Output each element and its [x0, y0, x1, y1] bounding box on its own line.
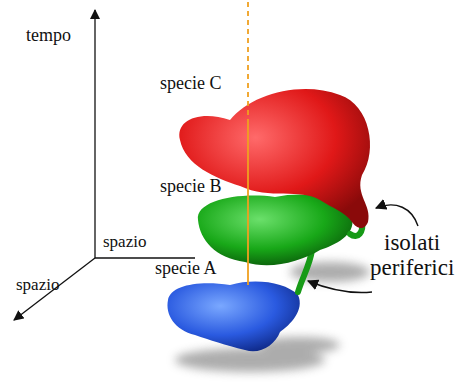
- red-population: [179, 89, 370, 236]
- axis-label: tempo: [26, 26, 71, 46]
- blue-population: [167, 282, 299, 352]
- callout-label: isolati periferici: [370, 230, 454, 281]
- axis-label: spazio: [16, 276, 59, 295]
- species-lineage-line: [247, 2, 249, 285]
- species-label: specie C: [160, 74, 221, 94]
- green-population: [198, 195, 353, 292]
- axis-label: spazio: [103, 233, 146, 252]
- species-label: specie B: [160, 177, 221, 197]
- species-label: specie A: [155, 259, 216, 279]
